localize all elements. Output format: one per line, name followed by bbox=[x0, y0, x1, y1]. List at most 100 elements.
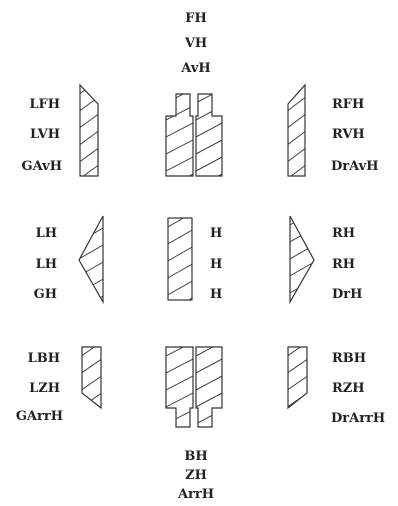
label-middle-center-2: H bbox=[210, 257, 223, 272]
label-top-1: FH bbox=[185, 11, 207, 26]
hatch-line bbox=[80, 426, 103, 442]
hatch-line bbox=[288, 163, 305, 176]
hatch-line bbox=[164, 307, 195, 323]
label-upper-left-3: GAvH bbox=[21, 159, 63, 174]
label-lower-right-3: DrArrH bbox=[331, 411, 386, 426]
hatch-line bbox=[78, 62, 100, 78]
hatch-line bbox=[80, 409, 103, 425]
hatch-line bbox=[80, 129, 98, 147]
hatch-line bbox=[194, 307, 224, 323]
lower-right-trapezoid bbox=[287, 346, 308, 410]
hatch-line bbox=[286, 443, 309, 459]
label-upper-left-2: LVH bbox=[30, 127, 60, 142]
label-top-2: VH bbox=[184, 36, 208, 51]
hatch-lines bbox=[194, 94, 224, 223]
label-middle-center-1: H bbox=[210, 226, 223, 241]
hatch-lines bbox=[78, 45, 100, 214]
hatch-line bbox=[196, 391, 222, 409]
label-bottom-2: ZH bbox=[185, 468, 207, 483]
hatch-line bbox=[196, 155, 222, 173]
hatch-line bbox=[286, 426, 309, 442]
hatch-line bbox=[286, 324, 309, 340]
upper-left-trapezoid bbox=[79, 83, 99, 177]
hatch-lines bbox=[166, 178, 194, 330]
hatch-line bbox=[168, 246, 192, 262]
label-lower-left-1: LBH bbox=[27, 351, 60, 366]
hatch-line bbox=[82, 357, 101, 375]
hatch-line bbox=[79, 216, 103, 227]
label-middle-left-1: LH bbox=[35, 226, 57, 241]
hatch-line bbox=[166, 425, 193, 427]
hatch-line bbox=[166, 138, 193, 156]
label-middle-center-3: H bbox=[210, 287, 223, 302]
hatch-line bbox=[166, 155, 193, 173]
hatch-lines bbox=[164, 94, 195, 206]
label-lower-right-1: RBH bbox=[332, 351, 367, 366]
hatch-line bbox=[82, 347, 101, 358]
hatch-line bbox=[80, 307, 103, 323]
label-bottom-3: ArrH bbox=[177, 487, 215, 502]
hatch-line bbox=[286, 198, 307, 214]
hatch-line bbox=[79, 243, 103, 261]
label-middle-right-2: RH bbox=[332, 257, 356, 272]
upper-right-trapezoid bbox=[287, 83, 306, 177]
upper-center-right-block bbox=[195, 93, 223, 177]
label-middle-right-3: DrH bbox=[332, 287, 363, 302]
hatch-line bbox=[288, 95, 305, 113]
label-middle-right-1: RH bbox=[332, 226, 356, 241]
hatch-line bbox=[288, 112, 305, 130]
hatch-line bbox=[286, 62, 307, 78]
hatch-line bbox=[168, 280, 192, 296]
hatch-line bbox=[288, 357, 307, 375]
hatch-line bbox=[166, 121, 193, 139]
hatch-line bbox=[288, 193, 316, 209]
label-bottom-1: BH bbox=[184, 449, 208, 464]
hatch-line bbox=[166, 374, 193, 392]
middle-right-triangle bbox=[289, 215, 315, 305]
hatch-line bbox=[80, 112, 98, 130]
middle-center-rectangle bbox=[167, 217, 193, 301]
hatch-line bbox=[79, 226, 103, 244]
hatch-line bbox=[196, 347, 222, 358]
hatch-line bbox=[166, 347, 193, 358]
hatch-line bbox=[164, 190, 195, 206]
label-upper-left-1: LFH bbox=[29, 97, 60, 112]
label-lower-right-2: RZH bbox=[332, 381, 365, 396]
hatch-line bbox=[77, 312, 105, 328]
hatch-line bbox=[194, 190, 224, 206]
hatch-line bbox=[196, 425, 222, 427]
hatch-line bbox=[288, 347, 307, 358]
hatch-line bbox=[78, 198, 100, 214]
hatch-lines bbox=[80, 307, 103, 459]
label-top-3: AvH bbox=[181, 61, 211, 76]
hatch-line bbox=[290, 243, 314, 261]
hatch-line bbox=[78, 181, 100, 197]
hatch-line bbox=[194, 207, 224, 223]
hatch-line bbox=[196, 138, 222, 156]
hatch-line bbox=[166, 178, 194, 194]
hatch-line bbox=[77, 329, 105, 345]
hatch-line bbox=[286, 307, 309, 323]
hatch-line bbox=[288, 129, 305, 147]
hatch-line bbox=[166, 357, 193, 375]
hatch-line bbox=[78, 45, 100, 61]
hatch-line bbox=[196, 374, 222, 392]
hatch-line bbox=[80, 443, 103, 459]
label-lower-left-3: GArrH bbox=[15, 409, 63, 424]
hatch-line bbox=[80, 163, 98, 176]
hatch-line bbox=[80, 146, 98, 164]
hatch-line bbox=[80, 95, 98, 113]
hatch-line bbox=[286, 409, 309, 425]
hatch-line bbox=[196, 357, 222, 375]
hatch-line bbox=[166, 314, 194, 330]
hatch-line bbox=[166, 391, 193, 409]
hatch-line bbox=[196, 94, 222, 105]
hatch-line bbox=[168, 218, 185, 228]
hatch-line bbox=[288, 329, 316, 345]
hatch-line bbox=[288, 312, 316, 328]
hatch-line bbox=[187, 297, 192, 300]
label-lower-left-2: LZH bbox=[29, 381, 60, 396]
hatch-lines bbox=[286, 62, 307, 214]
hatch-line bbox=[80, 324, 103, 340]
